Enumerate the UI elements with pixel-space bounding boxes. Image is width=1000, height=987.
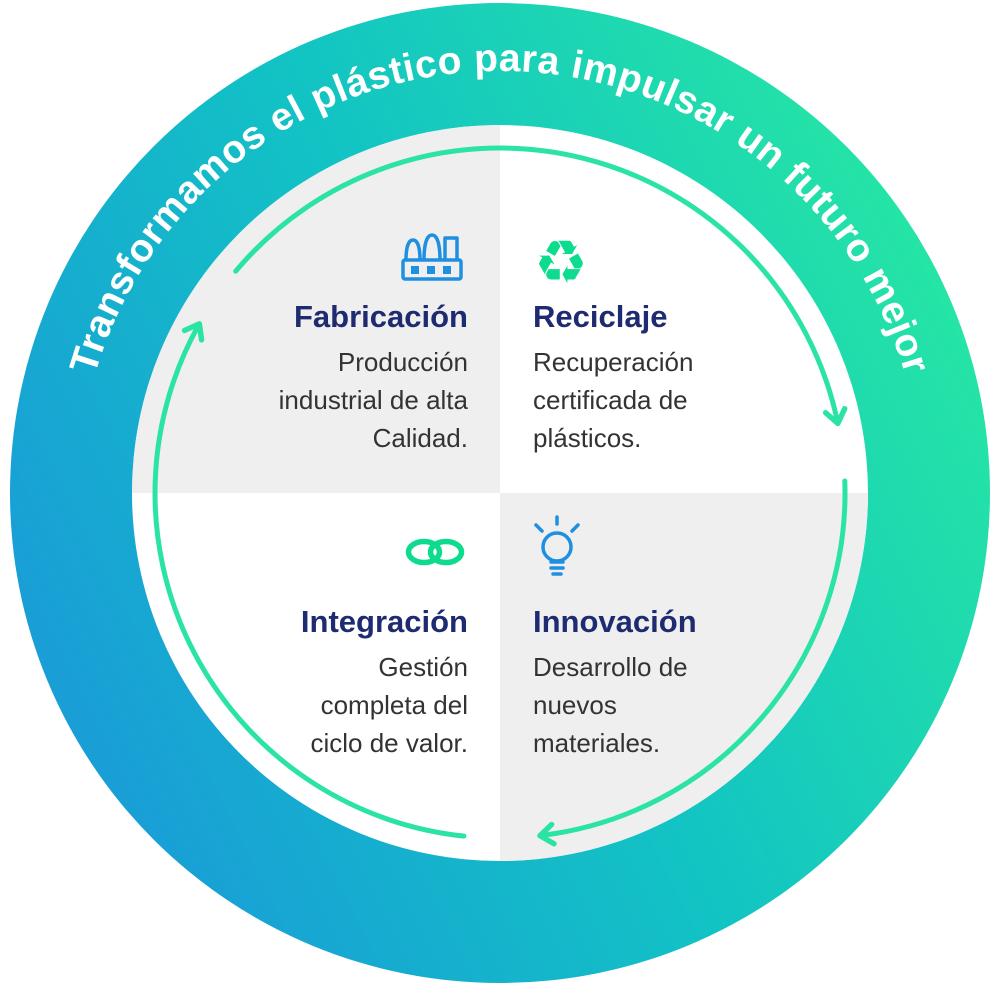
quadrant-bg-bottom-right (500, 493, 868, 861)
quadrant-bg-top-left (132, 125, 500, 493)
quadrant-fabricacion: Fabricación Producción industrial de alt… (168, 299, 468, 458)
recycle-icon: ♻ (534, 228, 588, 298)
quadrant-description: Recuperación certificada de plásticos. (533, 346, 694, 453)
cycle-arrow-right (537, 478, 848, 847)
quadrant-title: Integración (300, 604, 468, 639)
quadrant-title: Fabricación (294, 299, 468, 334)
quadrant-description: Desarrollo de nuevos materiales. (533, 651, 688, 758)
quadrant-title: Reciclaje (533, 299, 668, 334)
quadrant-reciclaje: Reciclaje Recuperación certificada de pl… (533, 299, 823, 458)
lightbulb-icon (534, 515, 580, 576)
factory-icon (401, 233, 463, 281)
cycle-arrow-top (233, 145, 848, 427)
quadrant-innovacion: Innovación Desarrollo de nuevos material… (533, 604, 823, 763)
chain-link-icon (405, 538, 465, 566)
quadrant-title: Innovación (533, 604, 697, 639)
quadrant-description: Gestión completa del ciclo de valor. (310, 651, 468, 758)
quadrant-integracion: Integración Gestión completa del ciclo d… (168, 604, 468, 763)
cycle-arrow-left (152, 321, 467, 839)
quadrant-description: Producción industrial de alta Calidad. (278, 346, 468, 453)
